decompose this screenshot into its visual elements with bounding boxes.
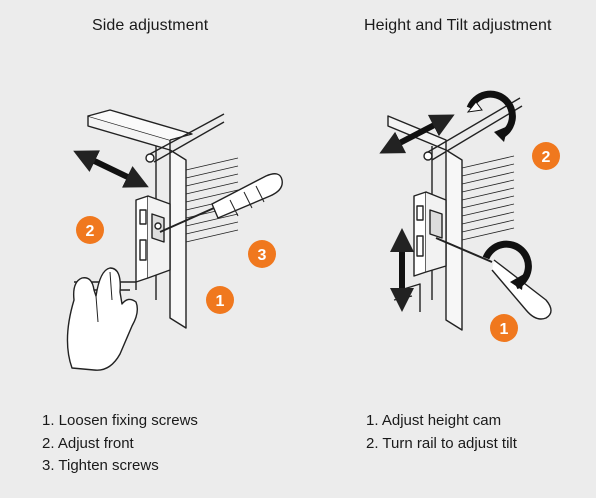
- step-item: 1. Adjust height cam: [366, 412, 502, 429]
- screwdriver-icon: [159, 173, 283, 233]
- rotate-arrow-icon: [482, 240, 532, 290]
- step-item: 2. Adjust front: [42, 434, 134, 452]
- height-tilt-title: Height and Tilt adjustment: [364, 17, 552, 34]
- height-tilt-steps: 1. Adjust height cam 2. Turn rail to adj…: [366, 410, 517, 455]
- side-adjustment-title: Side adjustment: [92, 17, 209, 34]
- badge-1-left: 1: [206, 286, 234, 314]
- double-arrow-icon: [73, 150, 149, 188]
- step-item: 1. Loosen fixing screws: [42, 412, 198, 429]
- rotate-arrow-icon: [466, 90, 516, 142]
- double-arrow-icon: [379, 114, 455, 154]
- badge-3-left: 3: [248, 240, 276, 268]
- badge-2-right: 2: [532, 142, 560, 170]
- height-tilt-drawing: [387, 97, 552, 331]
- step-item: 3. Tighten screws: [42, 457, 159, 474]
- side-adjustment-steps: 1. Loosen fixing screws 2. Adjust front …: [42, 410, 198, 478]
- badge-label: 2: [86, 223, 95, 240]
- hand-icon: [66, 267, 139, 371]
- badge-2-left: 2: [76, 216, 104, 244]
- badge-label: 2: [542, 149, 551, 166]
- badge-label: 1: [500, 321, 509, 338]
- step-item: 2. Turn rail to adjust tilt: [366, 434, 517, 452]
- badge-1-right: 1: [490, 314, 518, 342]
- badge-label: 1: [216, 293, 225, 310]
- badge-label: 3: [258, 247, 267, 264]
